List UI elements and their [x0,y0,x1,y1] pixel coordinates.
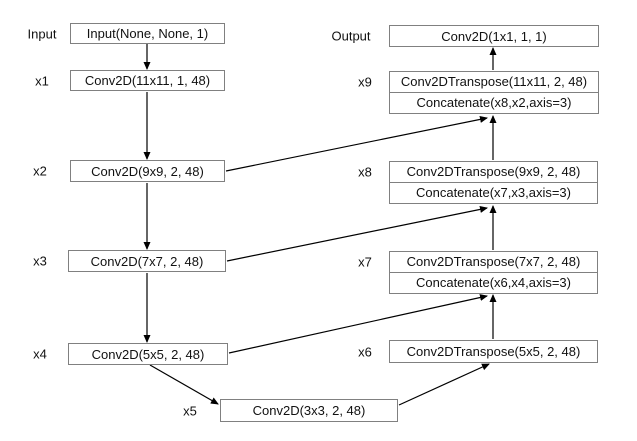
node-tag-input: Input [27,26,57,42]
node-conv-x5: Conv2D(3x3, 2, 48) [220,399,398,422]
node-text: Conv2D(3x3, 2, 48) [252,403,366,418]
node-text: Input(None, None, 1) [86,26,209,41]
node-text: Conv2DTranspose(11x11, 2, 48) [400,74,588,89]
node-concat-text: Concatenate(x8,x2,axis=3) [390,92,598,113]
node-tag-x8: x8 [358,164,372,180]
node-tag-x6: x6 [358,344,372,360]
skip-edge-x4-x7 [228,294,488,354]
node-conv-x2: Conv2D(9x9, 2, 48) [70,160,225,182]
node-convtranspose-x7: Conv2DTranspose(7x7, 2, 48) Concatenate(… [389,251,598,294]
node-output-layer: Conv2D(1x1, 1, 1) [389,25,599,47]
node-text: Conv2DTranspose(5x5, 2, 48) [406,344,581,359]
node-text: Conv2DTranspose(9x9, 2, 48) [406,164,581,179]
node-text: Conv2D(5x5, 2, 48) [91,346,205,362]
node-convtranspose-x6: Conv2DTranspose(5x5, 2, 48) [389,340,598,363]
node-text: Conv2D(11x11, 1, 48) [84,73,211,88]
node-tag-x4: x4 [33,346,47,362]
node-convtranspose-x8: Conv2DTranspose(9x9, 2, 48) Concatenate(… [389,161,598,204]
edge-x5-x6 [398,363,490,406]
node-conv-x3: Conv2D(7x7, 2, 48) [68,250,226,272]
node-text: Conv2DTranspose(7x7, 2, 48) [406,254,581,269]
node-conv-x1: Conv2D(11x11, 1, 48) [70,70,225,91]
skip-edge-x2-x9 [225,115,488,172]
edge-x4-x5 [149,364,219,405]
node-concat-text: Concatenate(x7,x3,axis=3) [390,182,597,203]
node-text: Conv2D(9x9, 2, 48) [91,163,204,179]
skip-edge-x3-x8 [226,205,488,262]
node-concat-text: Concatenate(x6,x4,axis=3) [390,272,597,293]
node-text: Conv2D(1x1, 1, 1) [441,28,547,44]
node-text: Conv2D(7x7, 2, 48) [90,253,204,269]
node-convtranspose-x9: Conv2DTranspose(11x11, 2, 48) Concatenat… [389,71,599,114]
node-tag-x7: x7 [358,254,372,270]
node-input-layer: Input(None, None, 1) [70,23,225,44]
node-tag-output: Output [331,28,371,44]
node-tag-x5: x5 [183,403,197,419]
node-tag-x1: x1 [35,73,49,89]
node-tag-x2: x2 [33,163,47,179]
node-tag-x9: x9 [358,74,372,90]
node-conv-x4: Conv2D(5x5, 2, 48) [68,343,228,365]
node-tag-x3: x3 [33,253,47,269]
